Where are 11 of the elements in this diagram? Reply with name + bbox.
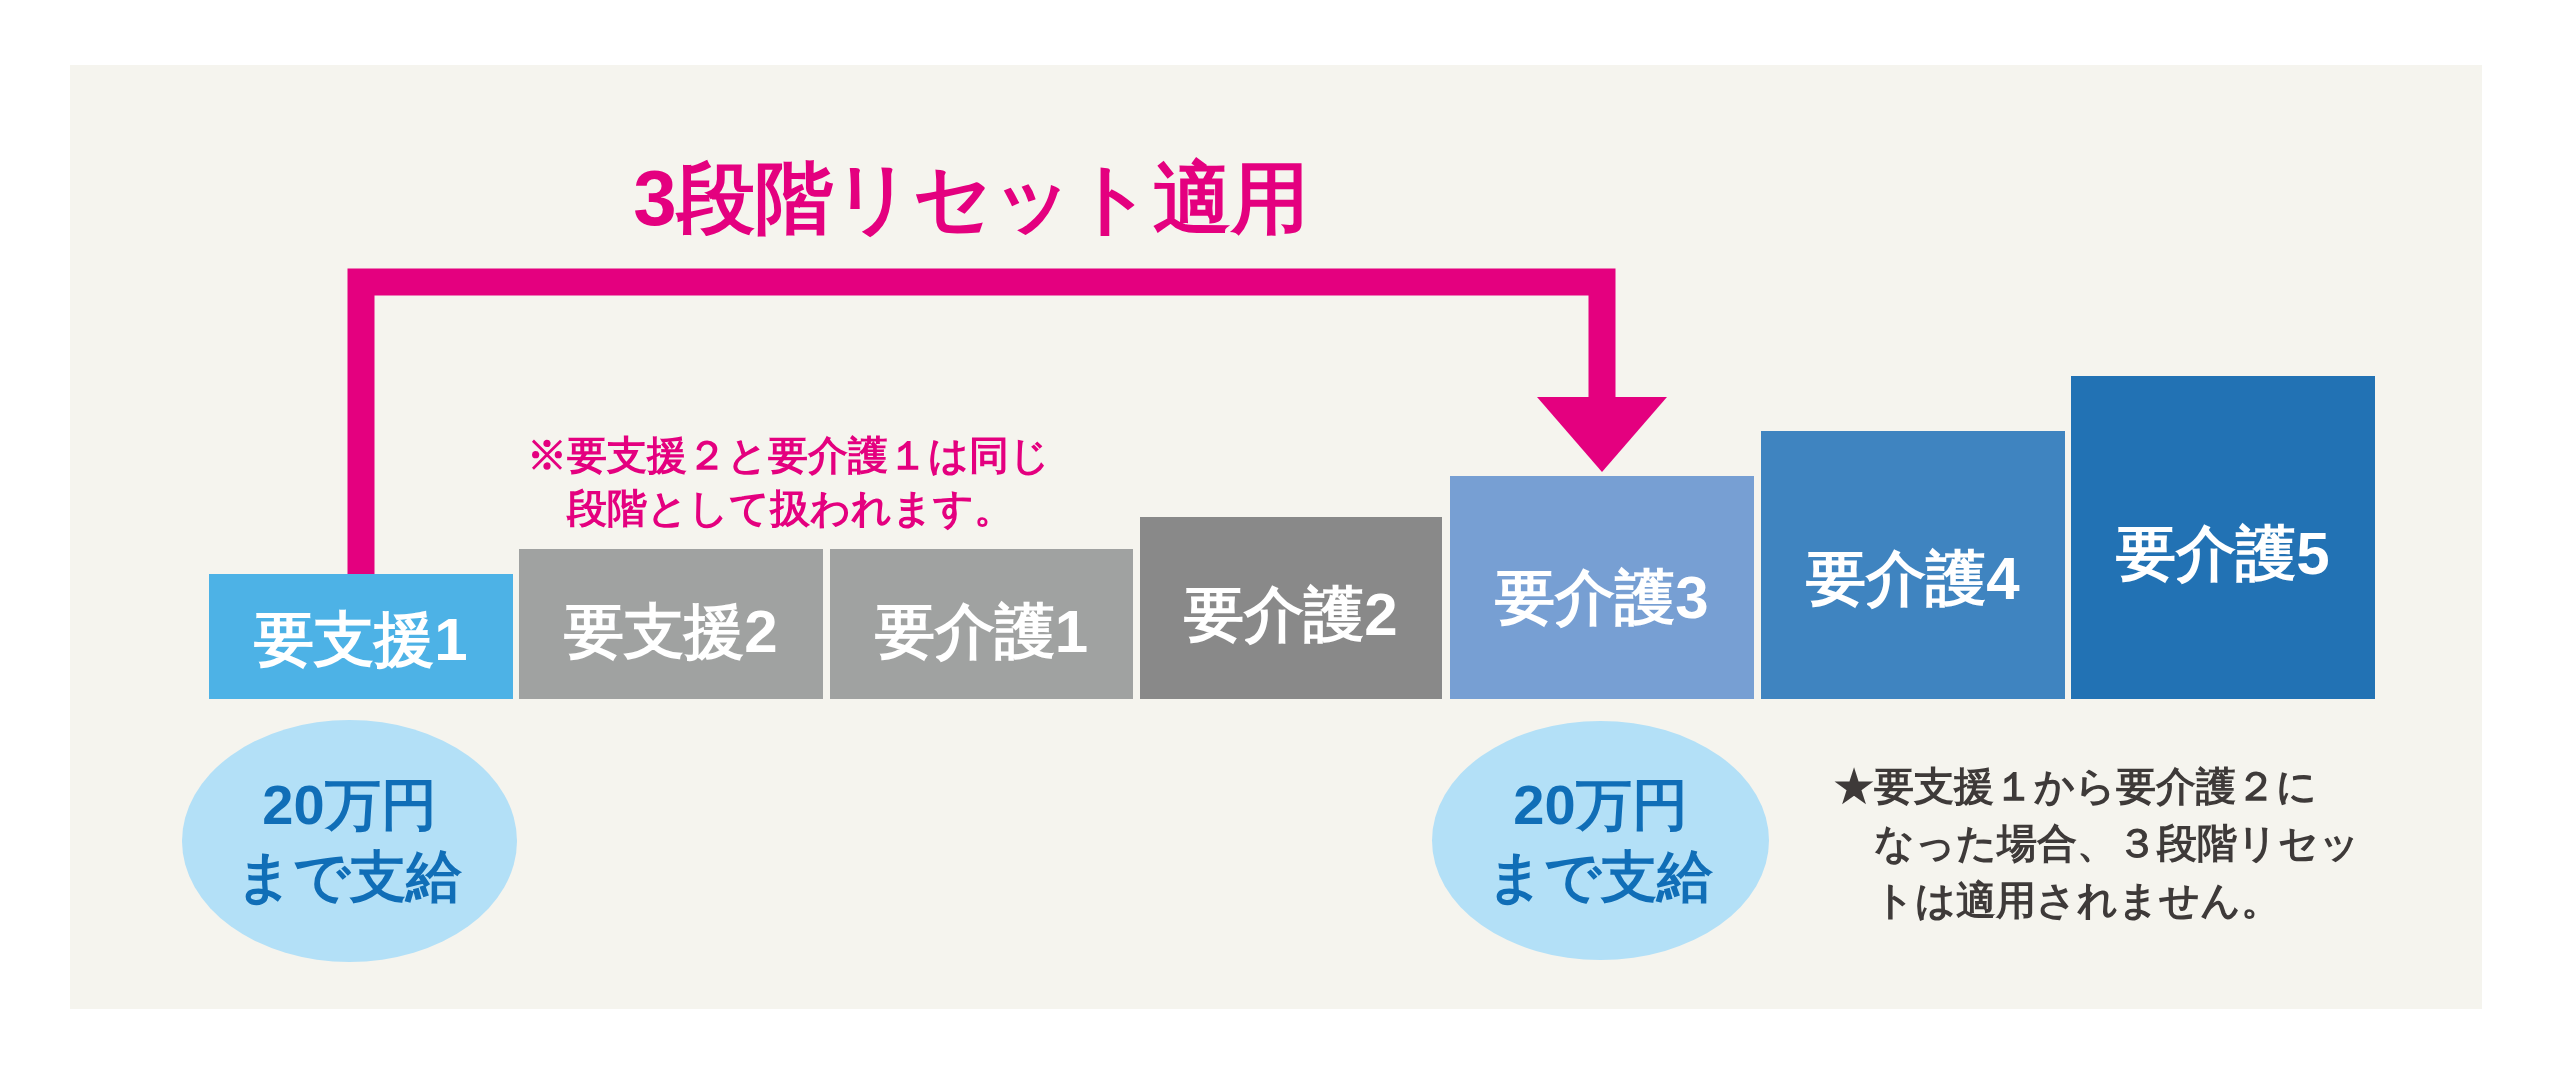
edge-label: 3段階リセット適用 — [633, 159, 1309, 237]
level-box: 要支援1 — [209, 574, 513, 699]
arrow — [347, 268, 1667, 574]
note-text: ★要支援１から要介護２になった場合、３段階リセットは適用されません。 — [1834, 763, 2361, 924]
level-box: 要介護1 — [830, 549, 1133, 699]
level-box: 要介護2 — [1140, 517, 1442, 699]
level-box: 要介護4 — [1761, 431, 2065, 699]
level-box: 要介護5 — [2071, 376, 2375, 699]
note-text: ※要支援２と要介護１は同じ段階として扱われます。 — [527, 432, 1051, 532]
level-box: 要支援2 — [519, 549, 823, 699]
level-box: 要介護3 — [1450, 476, 1754, 699]
